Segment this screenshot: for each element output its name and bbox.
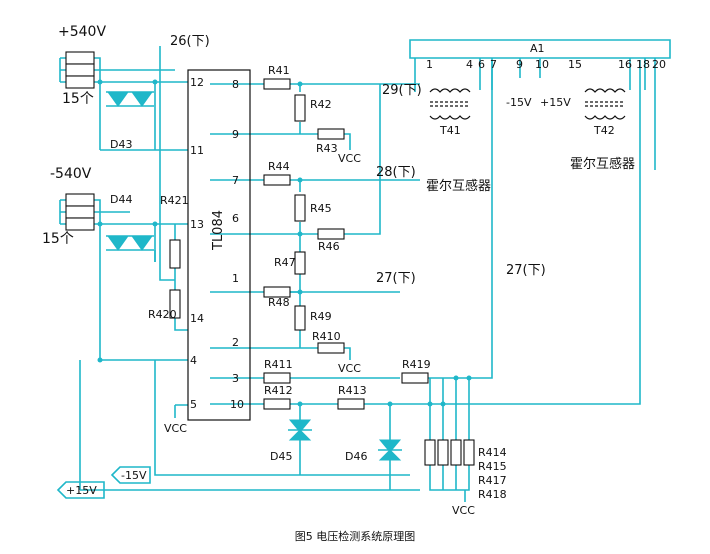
pin-6: 6 <box>232 212 239 225</box>
a1-pin-20: 20 <box>652 58 666 71</box>
out29-label: 29(下) <box>382 83 422 98</box>
r414-label: R414 <box>478 446 507 459</box>
figure-caption: 图5 电压检测系统原理图 <box>294 530 416 543</box>
pin-11: 11 <box>190 144 204 157</box>
hall-sensor-left-label: 霍尔互感器 <box>426 178 491 194</box>
r411-label: R411 <box>264 358 293 371</box>
r412-label: R412 <box>264 384 293 397</box>
neg-count-label: 15个 <box>42 231 74 247</box>
r46-label: R46 <box>318 240 340 253</box>
minus15-tag <box>110 466 151 484</box>
pin-14: 14 <box>190 312 204 325</box>
r421-label: R421 <box>160 194 189 207</box>
r41-label: R41 <box>268 64 290 77</box>
vcc-r43-label: VCC <box>338 152 361 165</box>
a1-pin-16: 16 <box>618 58 632 71</box>
pin-3: 3 <box>232 372 239 385</box>
out27-label: 27(下) <box>376 271 416 286</box>
tl084-ic <box>187 69 251 421</box>
pin-5: 5 <box>190 398 197 411</box>
pin-13: 13 <box>190 218 204 231</box>
plus15-label: +15V <box>66 484 97 497</box>
r49-label: R49 <box>310 310 332 323</box>
d45-label: D45 <box>270 450 292 463</box>
neg-voltage-label: -540V <box>50 166 92 182</box>
t41-label: T41 <box>439 124 461 137</box>
a1-pin-15: 15 <box>568 58 582 71</box>
r410-label: R410 <box>312 330 341 343</box>
pin-9: 9 <box>232 128 239 141</box>
r45-label: R45 <box>310 202 332 215</box>
out28-label: 28(下) <box>376 165 416 180</box>
vcc-pin5-label: VCC <box>164 422 187 435</box>
r48-label: R48 <box>268 296 290 309</box>
minus15-a1-label: -15V <box>506 96 532 109</box>
transformer-coils <box>429 88 626 120</box>
r419-label: R419 <box>402 358 431 371</box>
hall-sensor-right-label: 霍尔互感器 <box>570 156 635 172</box>
r47-label: R47 <box>274 256 296 269</box>
pin-12: 12 <box>190 76 204 89</box>
a1-pin-4: 4 <box>466 58 473 71</box>
d43-label: D43 <box>110 138 132 151</box>
pin-4: 4 <box>190 354 197 367</box>
vcc-bank-label: VCC <box>452 504 475 517</box>
conn27-label: 27(下) <box>506 263 546 278</box>
ic-name-label: TL084 <box>211 210 226 251</box>
a1-pin-6: 6 <box>478 58 485 71</box>
d44-label: D44 <box>110 193 132 206</box>
r415-label: R415 <box>478 460 507 473</box>
pos-count-label: 15个 <box>62 91 94 107</box>
pin-1: 1 <box>232 272 239 285</box>
r42-label: R42 <box>310 98 332 111</box>
a1-pin-9: 9 <box>516 58 523 71</box>
r413-label: R413 <box>338 384 367 397</box>
r417-label: R417 <box>478 474 507 487</box>
pin-8: 8 <box>232 78 239 91</box>
r420-label: R420 <box>148 308 177 321</box>
pos-voltage-label: +540V <box>58 24 106 40</box>
resistor-bodies <box>65 51 475 466</box>
wires <box>59 39 671 502</box>
junction-dots <box>97 79 472 407</box>
a1-pin-1: 1 <box>426 58 433 71</box>
pin-10: 10 <box>230 398 244 411</box>
diode-symbols <box>106 91 402 461</box>
minus15-label: -15V <box>121 469 147 482</box>
r44-label: R44 <box>268 160 290 173</box>
vcc-r410-label: VCC <box>338 362 361 375</box>
plus15-a1-label: +15V <box>540 96 571 109</box>
pin-2: 2 <box>232 336 239 349</box>
t42-label: T42 <box>593 124 615 137</box>
a1-label: A1 <box>530 42 545 55</box>
plus15-tag <box>56 481 105 499</box>
pin-7: 7 <box>232 174 239 187</box>
d46-label: D46 <box>345 450 367 463</box>
r418-label: R418 <box>478 488 507 501</box>
conn26-label: 26(下) <box>170 34 210 49</box>
r43-label: R43 <box>316 142 338 155</box>
a1-pin-18: 18 <box>636 58 650 71</box>
a1-pin-7: 7 <box>490 58 497 71</box>
a1-pin-10: 10 <box>535 58 549 71</box>
